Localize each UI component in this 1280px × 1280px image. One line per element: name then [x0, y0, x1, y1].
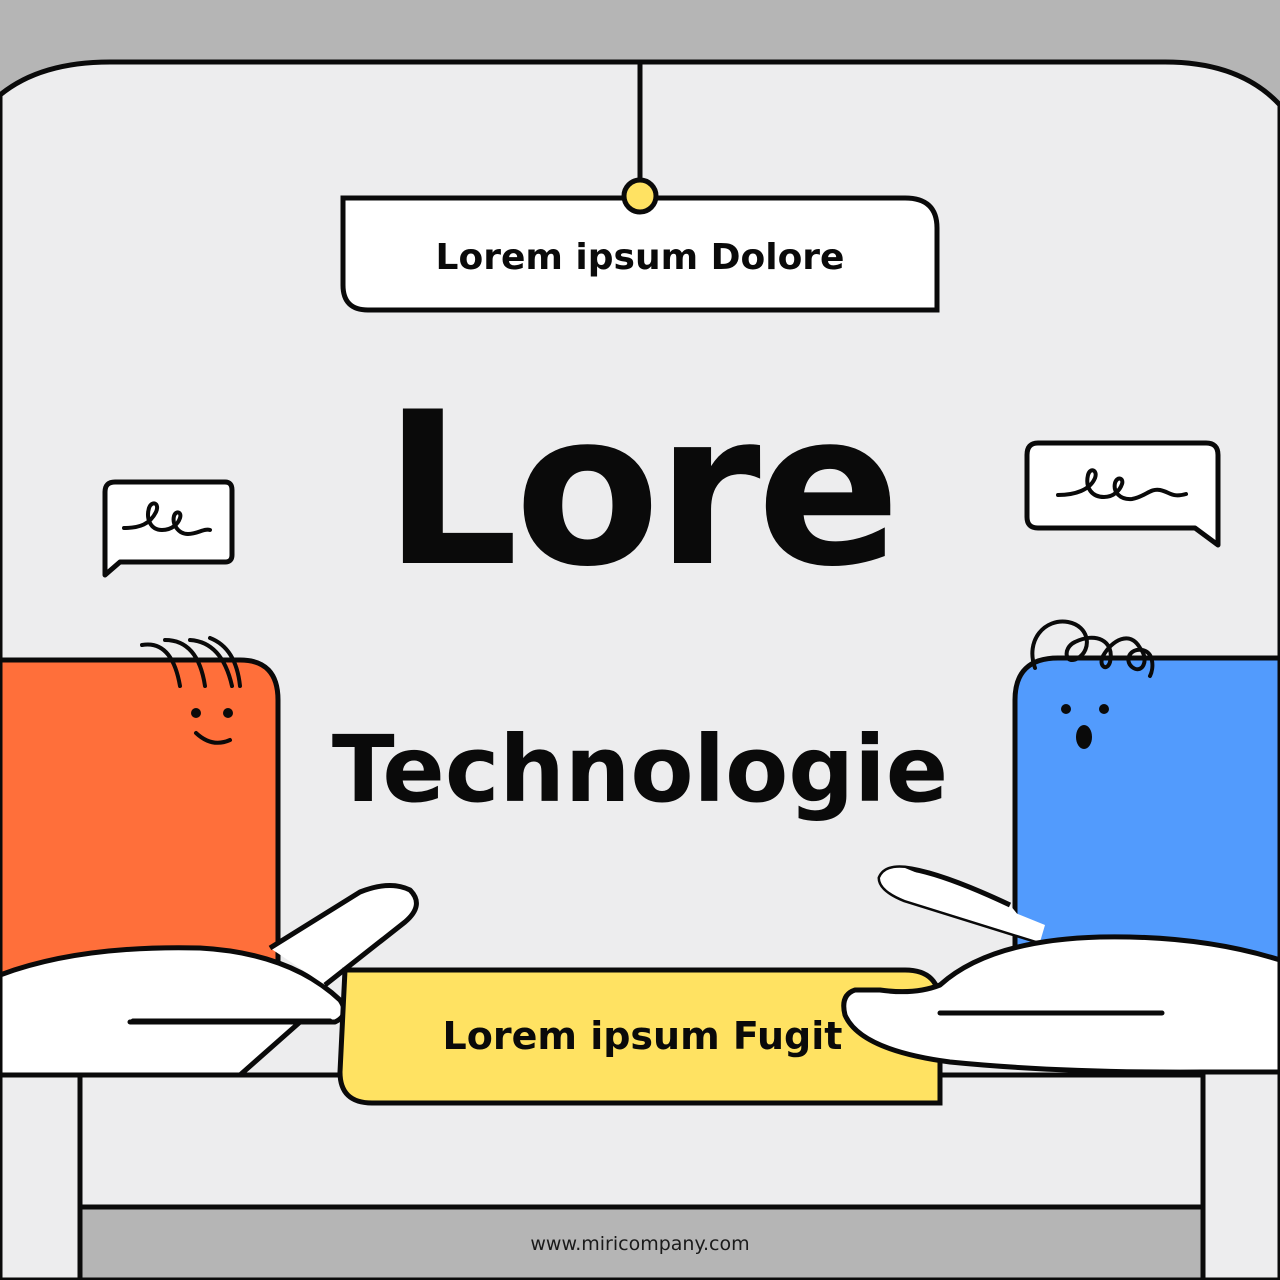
blue-eye-left	[1061, 704, 1071, 714]
left-hand-thumb	[268, 883, 419, 987]
right-hand-thumb-fill	[880, 867, 1045, 942]
orange-eye-left	[191, 708, 201, 718]
blue-character-curly-hair	[1030, 619, 1155, 678]
footer-band	[77, 1204, 1206, 1280]
orange-character	[0, 657, 281, 1003]
hanging-sign-label: Lorem ipsum Dolore	[435, 237, 845, 278]
blue-open-mouth	[1076, 725, 1092, 749]
hanging-sign-box	[340, 195, 940, 313]
orange-smile	[194, 731, 232, 745]
headline-title: Lore	[383, 366, 900, 613]
blue-eye-right	[1099, 704, 1109, 714]
orange-character-hair	[140, 636, 242, 688]
scribble-right-icon	[1056, 468, 1188, 502]
cta-button-label[interactable]: Lorem ipsum Fugit	[442, 1014, 843, 1058]
orange-eye-right	[223, 708, 233, 718]
hanging-knob-icon	[621, 177, 659, 215]
speech-bubble-right-icon	[1024, 440, 1221, 548]
scribble-left-icon	[122, 501, 212, 537]
headline-subtitle: Technologie	[331, 716, 949, 823]
right-hand-palm	[841, 934, 1280, 1075]
cta-button-shape[interactable]	[337, 967, 943, 1106]
footer-url-link[interactable]: www.miricompany.com	[530, 1233, 750, 1255]
